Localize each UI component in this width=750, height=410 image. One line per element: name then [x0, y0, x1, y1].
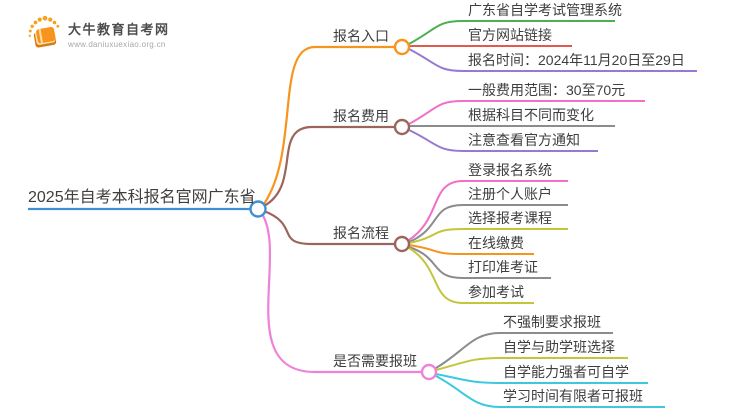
branch-3-label: 是否需要报班 [333, 353, 417, 369]
branch-2-curve [263, 209, 395, 246]
leaf-1-0-label: 一般费用范围：30至70元 [468, 82, 626, 98]
leaf-1-1-label: 根据科目不同而变化 [468, 107, 594, 123]
leaf-2-4-label: 打印准考证 [468, 259, 538, 275]
leaf-2-5-label: 参加考试 [468, 284, 524, 300]
leaf-2-4-curve [408, 246, 551, 279]
branch-1-label: 报名费用 [333, 108, 389, 124]
leaf-3-1-curve [435, 357, 628, 371]
leaf-2-0-label: 登录报名系统 [468, 162, 552, 178]
leaf-1-2-label: 注意查看官方通知 [468, 132, 580, 148]
branch-3-curve [261, 213, 422, 374]
root-node-label: 2025年自考本科报名官网广东省 [28, 189, 256, 206]
leaf-3-1-label: 自学与助学班选择 [503, 339, 615, 355]
branch-1-curve [263, 125, 395, 207]
branch-0-circle [393, 38, 411, 56]
root-node-circle [249, 200, 267, 218]
branch-2-circle [393, 235, 411, 253]
branch-0-label: 报名入口 [333, 28, 389, 44]
branch-2-label: 报名流程 [333, 225, 389, 241]
leaf-2-0-curve [408, 180, 568, 241]
logo-text-block: 大牛教育自考网 www.daniuxuexiao.org.cn [68, 13, 170, 49]
branch-1-circle [393, 118, 411, 136]
site-logo: 大牛教育自考网 www.daniuxuexiao.org.cn [26, 13, 170, 51]
leaf-2-3-label: 在线缴费 [468, 235, 524, 251]
leaf-0-0-label: 广东省自学考试管理系统 [468, 2, 622, 18]
leaf-3-3-label: 学习时间有限者可报班 [503, 388, 643, 404]
leaf-1-0-curve [408, 100, 645, 125]
leaf-1-2-curve [408, 129, 598, 152]
leaf-0-2-curve [408, 48, 697, 72]
branch-3-circle [420, 363, 438, 381]
leaf-3-0-label: 不强制要求报班 [503, 314, 601, 330]
leaf-3-3-curve [435, 375, 665, 408]
leaf-3-2-label: 自学能力强者可自学 [503, 364, 629, 380]
leaf-3-0-curve [435, 332, 613, 369]
leaf-2-2-curve [408, 228, 568, 244]
leaf-0-0-curve [408, 20, 615, 45]
leaf-2-3-curve [408, 244, 534, 255]
site-url: www.daniuxuexiao.org.cn [68, 40, 166, 49]
branch-0-curve [263, 45, 395, 205]
leaf-0-1-label: 官方网站链接 [468, 27, 552, 43]
leaf-2-1-curve [408, 204, 568, 243]
leaf-0-2-label: 报名时间：2024年11月20日至29日 [468, 52, 685, 68]
leaf-3-2-curve [435, 373, 648, 384]
leaf-2-1-label: 注册个人账户 [468, 186, 552, 202]
leaf-2-5-curve [408, 247, 534, 304]
leaf-2-2-label: 选择报考课程 [468, 210, 552, 226]
site-name: 大牛教育自考网 [68, 22, 170, 37]
book-sunrise-icon [28, 15, 60, 48]
